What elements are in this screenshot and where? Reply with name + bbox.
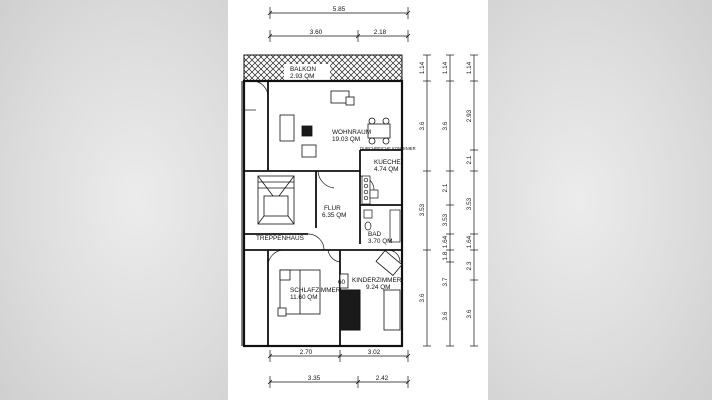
dim-right-outer-4: 3.6 (419, 293, 426, 302)
dim-right-inner-7: 3.6 (466, 309, 473, 318)
room-name-flur: FLUR (324, 205, 341, 212)
dim-right-mid-5: 1.64 (442, 235, 449, 248)
room-area-kinderzimmer: 9.24 QM (366, 284, 391, 291)
dim-right-inner-6: 2.3 (466, 261, 473, 270)
dim-right-mid-3: 2.1 (442, 183, 449, 192)
dim-bottom-b: 3.02 (368, 349, 381, 356)
pass-through-label: DURCHREICHE KOMBINIER (360, 146, 416, 151)
opening-marker (339, 273, 349, 289)
dining-table (367, 123, 391, 139)
dim-top-right: 2.18 (374, 29, 387, 36)
dim-right-mid-6: 1.8 (442, 251, 449, 260)
doors (244, 80, 401, 267)
room-name-kueche: KUECHE (374, 159, 401, 166)
room-area-schlafzimmer: 11.60 QM (290, 294, 318, 301)
living-room-furniture (279, 90, 391, 158)
room-name-wohnraum: WOHNRAUM (332, 129, 371, 136)
room-name-kinderzimmer: KINDERZIMMER (352, 277, 402, 284)
top-dimensions (267, 7, 411, 42)
dim-right-inner-5: 1.64 (466, 235, 473, 248)
floor-plan: 5.85 3.60 2.18 BALKON 2.93 QM (228, 0, 488, 400)
bath-fixtures (363, 209, 401, 243)
room-area-wohnraum: 19.03 QM (332, 136, 360, 143)
blurred-background-left (0, 0, 228, 400)
wardrobe (339, 289, 361, 331)
dim-right-inner-2: 2.93 (466, 109, 473, 122)
room-name-bad: BAD (368, 231, 382, 238)
balcony-label-bg (284, 64, 330, 80)
sofa (279, 114, 295, 142)
room-area-balkon: 2.93 QM (290, 73, 315, 80)
room-name-treppenhaus: TREPPENHAUS (256, 235, 304, 242)
dim-right-mid-7: 3.7 (442, 277, 449, 286)
dim-bottom-c: 3.35 (308, 375, 321, 382)
desk-kids (375, 250, 403, 276)
desk-chair (345, 96, 355, 106)
dim-bottom-d: 2.42 (376, 375, 389, 382)
dim-right-mid-1: 1.14 (442, 61, 449, 74)
bedroom-furniture (277, 269, 321, 317)
outer-walls (241, 79, 404, 348)
dim-bottom-a: 2.70 (300, 349, 313, 356)
room-area-kueche: 4.74 QM (374, 166, 399, 173)
bathtub (389, 209, 401, 243)
floor-plan-drawing: 5.85 3.60 2.18 BALKON 2.93 QM (241, 6, 478, 388)
dim-right-mid-2: 3.6 (442, 121, 449, 130)
dim-right-inner-3: 2.1 (466, 155, 473, 164)
single-bed (383, 289, 401, 331)
room-name-balkon: BALKON (290, 66, 316, 73)
dim-right-outer-3: 3.53 (419, 203, 426, 216)
staircase (257, 175, 295, 225)
blurred-background-right (488, 0, 712, 400)
room-area-flur: 6.35 QM (322, 212, 347, 219)
kids-room-furniture (375, 250, 403, 331)
right-dimensions (423, 54, 478, 347)
tv-stand (301, 125, 313, 137)
bottom-dimensions (267, 350, 411, 388)
room-area-bad: 3.70 QM (368, 238, 393, 245)
sink (363, 209, 373, 219)
dim-top-left: 3.60 (310, 29, 323, 36)
toilet (364, 221, 372, 231)
dim-right-inner-1: 1.14 (466, 61, 473, 74)
dim-right-mid-8: 3.6 (442, 311, 449, 320)
opening-label: 60 (338, 279, 346, 286)
dim-right-outer-2: 3.6 (419, 121, 426, 130)
dim-right-outer-1: 1.14 (419, 61, 426, 74)
armchair (301, 144, 317, 158)
dim-top-total: 5.85 (333, 6, 346, 13)
dim-right-mid-4: 3.53 (442, 213, 449, 226)
kitchen-fixtures (361, 175, 379, 205)
room-name-schlafzimmer: SCHLAFZIMMER (290, 287, 341, 294)
dim-right-inner-4: 3.53 (466, 197, 473, 210)
